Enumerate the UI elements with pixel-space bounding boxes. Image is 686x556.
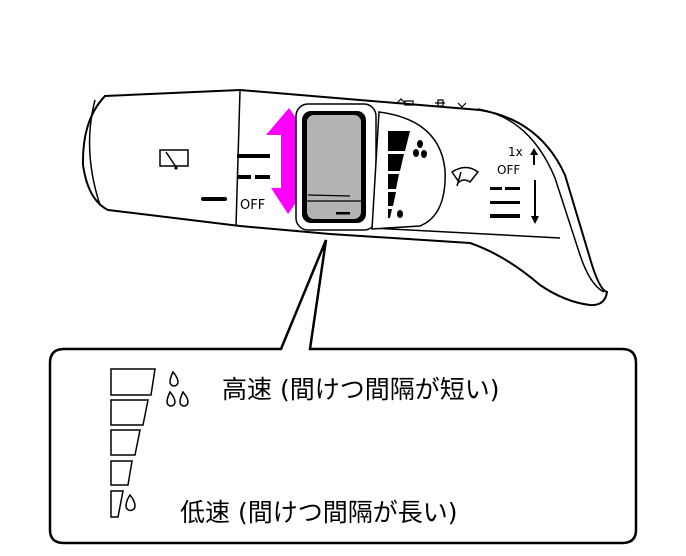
callout-rain-drops-icon	[166, 370, 189, 407]
callout-box	[48, 239, 638, 545]
high-position-mark	[237, 154, 270, 158]
speed-bars	[388, 131, 410, 218]
rain-drops-icon	[397, 140, 427, 218]
low-position-mark	[237, 175, 251, 179]
front-wiper-icon	[450, 166, 480, 187]
low-speed-label: 低速 (間けつ間隔が長い)	[180, 498, 458, 527]
mist-arrow-icon	[530, 148, 539, 224]
once-label: 1x	[508, 145, 523, 159]
off-label-left: OFF	[240, 198, 266, 213]
callout-single-drop-icon	[125, 493, 136, 512]
off-label-right: OFF	[497, 163, 521, 177]
interval-knob[interactable]	[295, 103, 377, 231]
high-speed-label: 高速 (間けつ間隔が短い)	[222, 375, 500, 404]
callout-speed-bars	[110, 368, 156, 518]
top-symbols	[396, 98, 467, 108]
int-position-mark	[201, 197, 227, 201]
stalk-divider	[235, 90, 241, 227]
rear-wiper-icon	[159, 149, 189, 170]
